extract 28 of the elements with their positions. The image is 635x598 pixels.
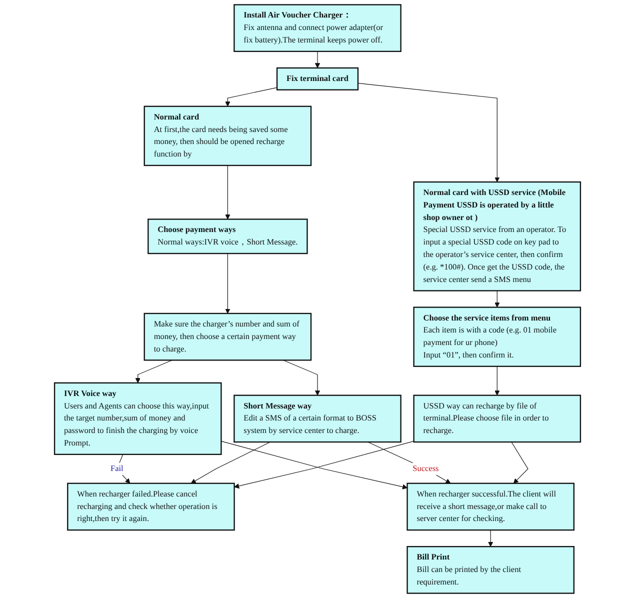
node-box: Fix terminal card bbox=[276, 67, 359, 90]
edge-label: Fail bbox=[110, 464, 124, 474]
arrow bbox=[116, 454, 130, 484]
arrow bbox=[494, 366, 500, 396]
arrow bbox=[511, 442, 528, 484]
node-box: Normal card At first,the card needs being saved some money, then should be opened recharge function by bbox=[144, 106, 312, 166]
node-box: USSD way can recharge by file of terminal.Please choose file in order to recharge. bbox=[413, 394, 582, 443]
arrow bbox=[135, 360, 173, 384]
arrow bbox=[225, 87, 278, 107]
arrow bbox=[494, 290, 500, 308]
edge-label: Success bbox=[412, 464, 439, 474]
node-box: Install Air Voucher Charger： Fix antenna and connect power adapter(or fix battery).The terminal keeps power off. bbox=[234, 4, 402, 52]
arrow bbox=[314, 51, 320, 68]
node-box: Normal card with USSD service (Mobile Payment USSD is operated by a little shop owner ot ) Special USSD service from an operator. To input a special USSD code on key pad to the operator’s service center, then confirm (e.g. *100#). Once get the USSD code, the service center send a SMS menu bbox=[413, 181, 582, 292]
arrow bbox=[488, 530, 494, 547]
node-box: Bill Print Bill can be printed by the client requirement. bbox=[406, 546, 574, 594]
arrow bbox=[282, 360, 320, 396]
arrow bbox=[225, 165, 230, 220]
node-box: Choose payment ways Normal ways:IVR voice，Short Message. bbox=[148, 218, 308, 254]
node-box: Choose the service items from menu Each item is with a code (e.g. 01 mobile payment for ur phone) Input “01”, then confirm it. bbox=[413, 306, 582, 367]
arrow bbox=[358, 82, 500, 182]
node-box: IVR Voice way Users and Agents can choose this way,input the target number,sum of money and password to finish the charging by voice Prompt. bbox=[54, 382, 222, 455]
node-box: When recharger successful.The client will receive a short message,or make call to server center for checking. bbox=[406, 482, 574, 531]
node-box: Make sure the charger’s number and sum of money, then choose a certain payment way to charge. bbox=[144, 312, 312, 361]
node-box: When recharger failed.Please cancel recharging and check whether operation is right,then try it again. bbox=[67, 482, 235, 531]
arrow bbox=[225, 253, 230, 314]
arrow bbox=[190, 442, 271, 484]
node-box: Short Message way Edit a SMS of a certain format to BOSS system by service center to charge. bbox=[234, 394, 402, 443]
